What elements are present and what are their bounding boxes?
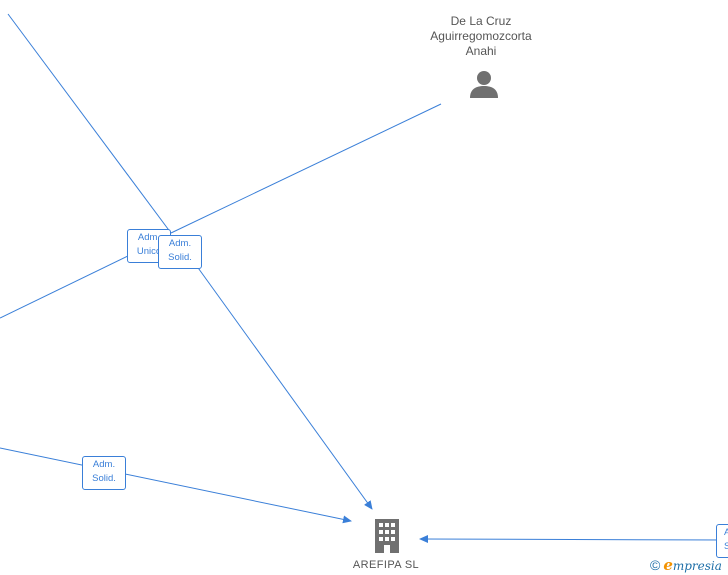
person-icon[interactable] bbox=[468, 69, 500, 99]
role-line-1: Adm. bbox=[168, 238, 192, 249]
edge-top-left-to-role bbox=[7, 13, 172, 234]
role-line-1: Adm. bbox=[137, 232, 161, 243]
role-badge-adm-solid[interactable]: Adm. Solid. bbox=[158, 235, 202, 269]
role-badge-right-partial[interactable]: A S bbox=[716, 524, 728, 558]
company-name-label[interactable]: AREFIPA SL bbox=[352, 559, 420, 571]
person-name-line-1: De La Cruz bbox=[450, 14, 512, 28]
role-line-2: S bbox=[724, 540, 728, 554]
building-icon[interactable] bbox=[372, 518, 402, 554]
role-line-2: Solid. bbox=[168, 252, 192, 263]
person-name-line-2: Aguirregomozcorta bbox=[430, 29, 532, 43]
watermark-brand-rest: mpresia bbox=[672, 559, 722, 573]
person-name-label[interactable]: De La Cruz Aguirregomozcorta Anahi bbox=[401, 14, 561, 59]
role-line-2: Solid. bbox=[92, 473, 116, 484]
edge-right-to-company bbox=[419, 535, 728, 544]
role-line-1: Adm. bbox=[92, 459, 116, 470]
empresia-watermark: ©empresia bbox=[650, 556, 722, 574]
edge-left-to-role-unico bbox=[0, 254, 131, 319]
copyright-icon: © bbox=[650, 557, 661, 573]
edge-person-to-role bbox=[170, 103, 442, 234]
edge-role-to-company bbox=[195, 264, 373, 510]
watermark-brand-e: e bbox=[663, 556, 673, 574]
role-line-1: A bbox=[724, 526, 728, 540]
role-badge-adm-solid-lower[interactable]: Adm. Solid. bbox=[82, 456, 126, 490]
edge-left-lower-to-company bbox=[0, 447, 352, 524]
person-name-line-3: Anahi bbox=[465, 44, 497, 58]
role-line-2: Unico bbox=[136, 246, 162, 257]
